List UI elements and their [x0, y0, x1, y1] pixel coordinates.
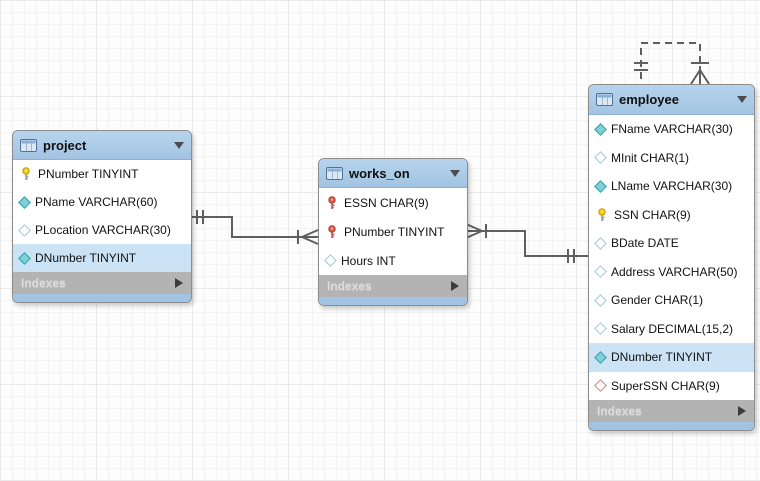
column-label: Hours INT — [341, 253, 396, 268]
primary-key-icon — [20, 167, 32, 181]
table-name: employee — [619, 92, 679, 107]
table-header-works_on[interactable]: works_on — [319, 159, 467, 188]
table-bottom-strip — [319, 297, 467, 305]
collapse-triangle-icon[interactable] — [737, 96, 747, 103]
indexes-label: Indexes — [597, 404, 642, 418]
collapse-triangle-icon[interactable] — [450, 169, 460, 177]
collapse-triangle-icon[interactable] — [174, 141, 184, 149]
table-bottom-strip — [589, 422, 754, 430]
cardinality-one-one-marker — [567, 249, 575, 263]
column-row-pnumber[interactable]: PNumber TINYINT — [319, 217, 467, 246]
table-header-employee[interactable]: employee — [589, 85, 754, 115]
not-null-attribute-icon — [594, 179, 607, 193]
column-label: Gender CHAR(1) — [611, 293, 704, 308]
indexes-section-header[interactable]: Indexes — [13, 272, 191, 294]
column-label: DNumber TINYINT — [35, 251, 137, 265]
relationship-project-works-on[interactable] — [190, 210, 319, 245]
nullable-attribute-icon — [324, 254, 337, 267]
primary-key-icon — [596, 208, 608, 222]
crow-foot-marker — [690, 66, 710, 85]
column-row-essn[interactable]: ESSN CHAR(9) — [319, 188, 467, 217]
column-row-dnumber[interactable]: DNumber TINYINT — [13, 244, 191, 272]
relationship-employee-self[interactable] — [634, 42, 710, 85]
column-label: ESSN CHAR(9) — [344, 195, 429, 210]
indexes-section-header[interactable]: Indexes — [319, 275, 467, 297]
column-row-bdate[interactable]: BDate DATE — [589, 229, 754, 258]
column-label: PNumber TINYINT — [38, 167, 139, 181]
column-label: PName VARCHAR(60) — [35, 195, 158, 209]
column-row-superssn[interactable]: SuperSSN CHAR(9) — [589, 372, 754, 401]
column-label: BDate DATE — [611, 236, 679, 251]
not-null-attribute-icon — [594, 350, 607, 364]
expand-arrow-icon[interactable] — [175, 278, 183, 288]
not-null-attribute-icon — [594, 122, 607, 136]
nullable-attribute-icon — [594, 265, 607, 279]
column-row-fname[interactable]: FName VARCHAR(30) — [589, 115, 754, 144]
column-row-salary[interactable]: Salary DECIMAL(15,2) — [589, 315, 754, 344]
nullable-attribute-icon — [594, 236, 607, 250]
crow-foot-marker — [301, 229, 319, 245]
column-label: SSN CHAR(9) — [614, 207, 691, 222]
nullable-attribute-icon — [594, 293, 607, 307]
table-name: works_on — [349, 165, 410, 181]
foreign-primary-key-icon — [326, 195, 338, 210]
table-header-project[interactable]: project — [13, 131, 191, 160]
column-label: PNumber TINYINT — [344, 224, 445, 239]
column-row-minit[interactable]: MInit CHAR(1) — [589, 144, 754, 173]
column-label: SuperSSN CHAR(9) — [611, 378, 720, 393]
column-label: Address VARCHAR(50) — [611, 264, 738, 279]
expand-arrow-icon[interactable] — [738, 406, 746, 416]
not-null-attribute-icon — [18, 195, 31, 209]
column-row-dnumber[interactable]: DNumber TINYINT — [589, 343, 754, 372]
column-label: MInit CHAR(1) — [611, 150, 690, 165]
column-row-hours[interactable]: Hours INT — [319, 246, 467, 275]
table-bottom-strip — [13, 294, 191, 302]
cardinality-one-one-marker — [196, 210, 204, 224]
foreign-key-attribute-icon — [594, 379, 607, 393]
column-row-gender[interactable]: Gender CHAR(1) — [589, 286, 754, 315]
table-icon — [596, 93, 613, 106]
not-null-attribute-icon — [18, 251, 31, 265]
column-row-pname[interactable]: PName VARCHAR(60) — [13, 188, 191, 216]
indexes-label: Indexes — [327, 279, 372, 293]
nullable-attribute-icon — [18, 223, 31, 237]
nullable-attribute-icon — [594, 322, 607, 336]
column-label: DNumber TINYINT — [611, 350, 713, 365]
expand-arrow-icon[interactable] — [451, 281, 459, 291]
relationship-line[interactable] — [482, 230, 588, 257]
cardinality-one-one-marker — [634, 62, 648, 71]
column-row-pnumber[interactable]: PNumber TINYINT — [13, 160, 191, 188]
column-label: LName VARCHAR(30) — [611, 179, 733, 194]
crow-foot-marker — [465, 223, 483, 239]
column-row-ssn[interactable]: SSN CHAR(9) — [589, 201, 754, 230]
column-row-lname[interactable]: LName VARCHAR(30) — [589, 172, 754, 201]
relationship-works-on-employee[interactable] — [465, 223, 588, 263]
column-label: PLocation VARCHAR(30) — [35, 223, 171, 237]
column-label: Salary DECIMAL(15,2) — [611, 321, 734, 336]
column-label: FName VARCHAR(30) — [611, 122, 733, 137]
relationship-line[interactable] — [190, 216, 302, 238]
column-row-address[interactable]: Address VARCHAR(50) — [589, 258, 754, 287]
table-icon — [326, 166, 343, 180]
nullable-attribute-icon — [594, 151, 607, 165]
indexes-section-header[interactable]: Indexes — [589, 400, 754, 422]
table-icon — [20, 138, 37, 152]
relationship-line-dashed[interactable] — [640, 42, 701, 79]
foreign-primary-key-icon — [326, 224, 338, 239]
indexes-label: Indexes — [21, 276, 66, 290]
column-row-plocation[interactable]: PLocation VARCHAR(30) — [13, 216, 191, 244]
table-name: project — [43, 137, 87, 153]
